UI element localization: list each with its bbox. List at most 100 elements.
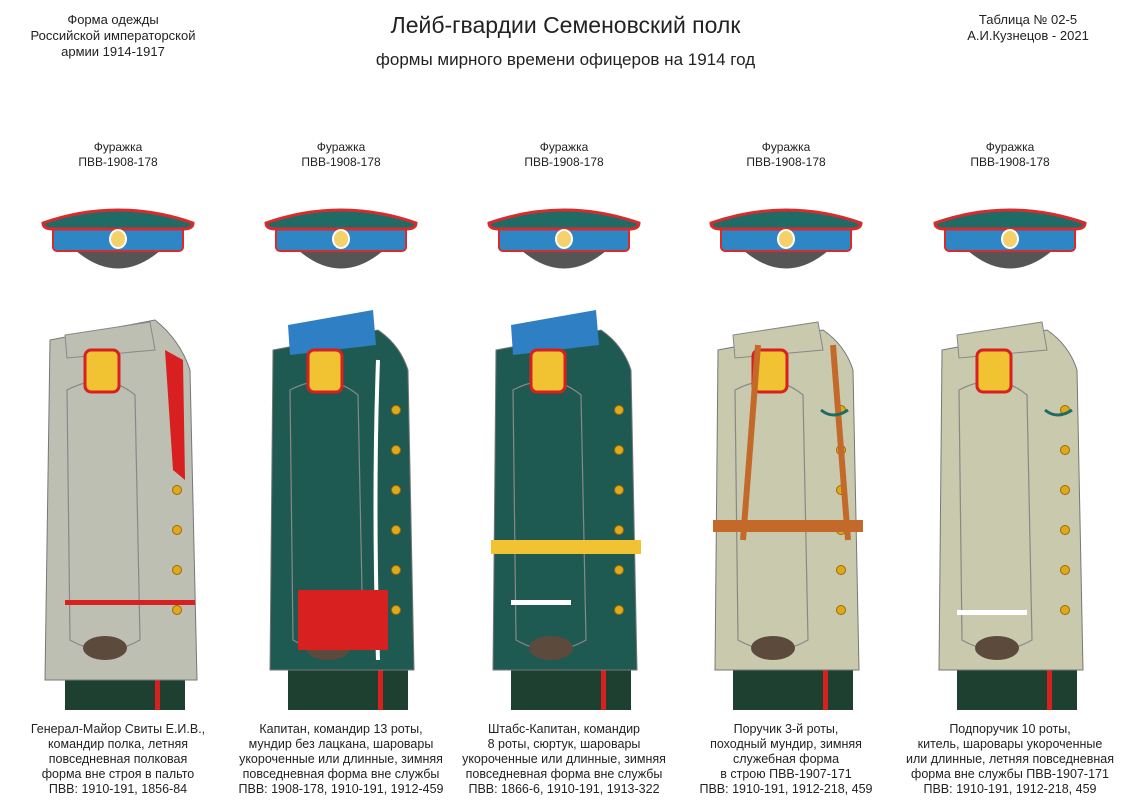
table-number-line: Таблица № 02-5 — [978, 12, 1078, 27]
figure-caption: Капитан, командир 13 роты, мундир без ла… — [228, 722, 454, 797]
series-title-line: армии 1914-1917 — [61, 44, 165, 59]
hand — [975, 636, 1019, 660]
skirt-trim — [511, 600, 571, 605]
figure-caption: Штабс-Капитан, командир 8 роты, сюртук, … — [451, 722, 677, 797]
epaulette — [83, 348, 121, 394]
cap-label-line: Фуражка — [761, 140, 811, 154]
figure-caption: Генерал-Майор Свиты Е.И.В., командир пол… — [5, 722, 231, 797]
cap-visor — [967, 250, 1053, 269]
page-title: Лейб-гвардии Семеновский полк — [390, 12, 741, 38]
cockade-icon — [555, 229, 573, 249]
lapel — [165, 350, 185, 480]
cap-visor — [743, 250, 829, 269]
cap-label-line: Фуражка — [985, 140, 1035, 154]
cap-crown — [709, 208, 863, 231]
sleeve — [958, 380, 1033, 651]
trousers — [957, 670, 1077, 710]
epaulette — [306, 348, 344, 394]
caption-line: форма вне службы ПВВ-1907-171 — [911, 767, 1109, 781]
caption-line: Капитан, командир 13 роты, — [259, 722, 423, 736]
cap-label: Фуражка ПВВ-1908-178 — [673, 140, 899, 170]
page-subtitle: формы мирного времени офицеров на 1914 г… — [375, 50, 756, 69]
cap-label-line: ПВВ-1908-178 — [970, 155, 1050, 169]
hand — [83, 636, 127, 660]
caption-line: китель, шаровары укороченные — [917, 737, 1103, 751]
cockade-icon — [332, 229, 350, 249]
series-title-line: Российской императорской — [30, 28, 196, 43]
caption-line: служебная форма — [732, 752, 840, 766]
cap-label: Фуражка ПВВ-1908-178 — [228, 140, 454, 170]
cap-label-line: ПВВ-1908-178 — [524, 155, 604, 169]
button-icon — [391, 605, 401, 615]
caption-line: ПВВ: 1910-191, 1912-218, 459 — [699, 782, 873, 796]
shoulder-strap — [740, 344, 851, 541]
figure-column-5: Фуражка ПВВ-1908-178 Подпоручик 10 роты,… — [897, 0, 1123, 800]
cap-visor — [75, 250, 161, 269]
kitel-icon — [938, 321, 1084, 710]
hand — [529, 636, 573, 660]
button-icon — [172, 565, 182, 575]
cap-crown — [264, 208, 418, 231]
button-icon — [836, 605, 846, 615]
author-line: А.И.Кузнецов - 2021 — [967, 28, 1089, 43]
trouser-stripe — [823, 670, 828, 710]
button-icon — [614, 405, 624, 415]
button-icon — [614, 605, 624, 615]
sleeve — [66, 380, 141, 651]
button-icon — [391, 405, 401, 415]
cap-crown — [933, 208, 1087, 231]
collar — [956, 321, 1048, 359]
caption-line: укороченные или длинные, зимняя — [462, 752, 666, 766]
figure-column-3: Фуражка ПВВ-1908-178 Штабс-Капитан, кома… — [451, 0, 677, 800]
figure-caption: Поручик 3-й роты, походный мундир, зимня… — [673, 722, 899, 797]
figure-column-4: Фуражка ПВВ-1908-178 Поручик 3-й роты, п… — [673, 0, 899, 800]
button-icon — [614, 565, 624, 575]
figure-column-1: Фуражка ПВВ-1908-178 Генерал-Майор Свиты… — [5, 0, 231, 800]
cap-crown — [487, 208, 641, 231]
epaulette — [975, 348, 1013, 394]
series-title: Форма одежды Российской императорской ар… — [18, 12, 208, 60]
caption-line: или длинные, летняя повседневная — [905, 752, 1115, 766]
caption-line: ПВВ: 1910-191, 1912-218, 459 — [923, 782, 1097, 796]
cap-label-line: ПВВ-1908-178 — [746, 155, 826, 169]
button-icon — [391, 485, 401, 495]
button-icon — [1060, 605, 1070, 615]
greatcoat-icon — [44, 319, 198, 710]
button-icon — [391, 525, 401, 535]
cap-label-line: Фуражка — [316, 140, 366, 154]
waist-belt — [713, 520, 863, 532]
cap-label-line: ПВВ-1908-178 — [301, 155, 381, 169]
frock-coat-icon — [491, 310, 641, 710]
caption-line: повседневная форма вне службы — [242, 767, 440, 781]
belt-tab — [65, 600, 195, 605]
sleeve — [512, 380, 587, 651]
caption-line: походный мундир, зимняя — [710, 737, 862, 751]
button-icon — [1060, 445, 1070, 455]
caption-line: Генерал-Майор Свиты Е.И.В., — [30, 722, 206, 736]
button-icon — [1060, 565, 1070, 575]
trousers — [733, 670, 853, 710]
trouser-stripe — [378, 670, 383, 710]
epaulette — [529, 348, 567, 394]
peaked-cap-icon — [264, 208, 418, 269]
button-icon — [614, 445, 624, 455]
trouser-stripe — [601, 670, 606, 710]
button-icon — [836, 565, 846, 575]
figure-column-2: Фуражка ПВВ-1908-178 Капитан, командир 1… — [228, 0, 454, 800]
caption-line: 8 роты, сюртук, шаровары — [487, 737, 641, 751]
caption-line: Подпоручик 10 роты, — [949, 722, 1071, 736]
cuff-trim — [957, 610, 1027, 615]
sash-belt — [491, 540, 641, 554]
peaked-cap-icon — [41, 208, 195, 269]
button-icon — [614, 485, 624, 495]
button-icon — [172, 605, 182, 615]
cap-label-line: ПВВ-1908-178 — [78, 155, 158, 169]
hand — [751, 636, 795, 660]
trousers — [288, 670, 408, 710]
caption-line: ПВВ: 1908-178, 1910-191, 1912-459 — [238, 782, 444, 796]
caption-line: повседневная полковая — [48, 752, 188, 766]
series-title-line: Форма одежды — [67, 12, 159, 27]
cockade-icon — [1001, 229, 1019, 249]
caption-line: укороченные или длинные, зимняя — [239, 752, 443, 766]
button-icon — [391, 565, 401, 575]
